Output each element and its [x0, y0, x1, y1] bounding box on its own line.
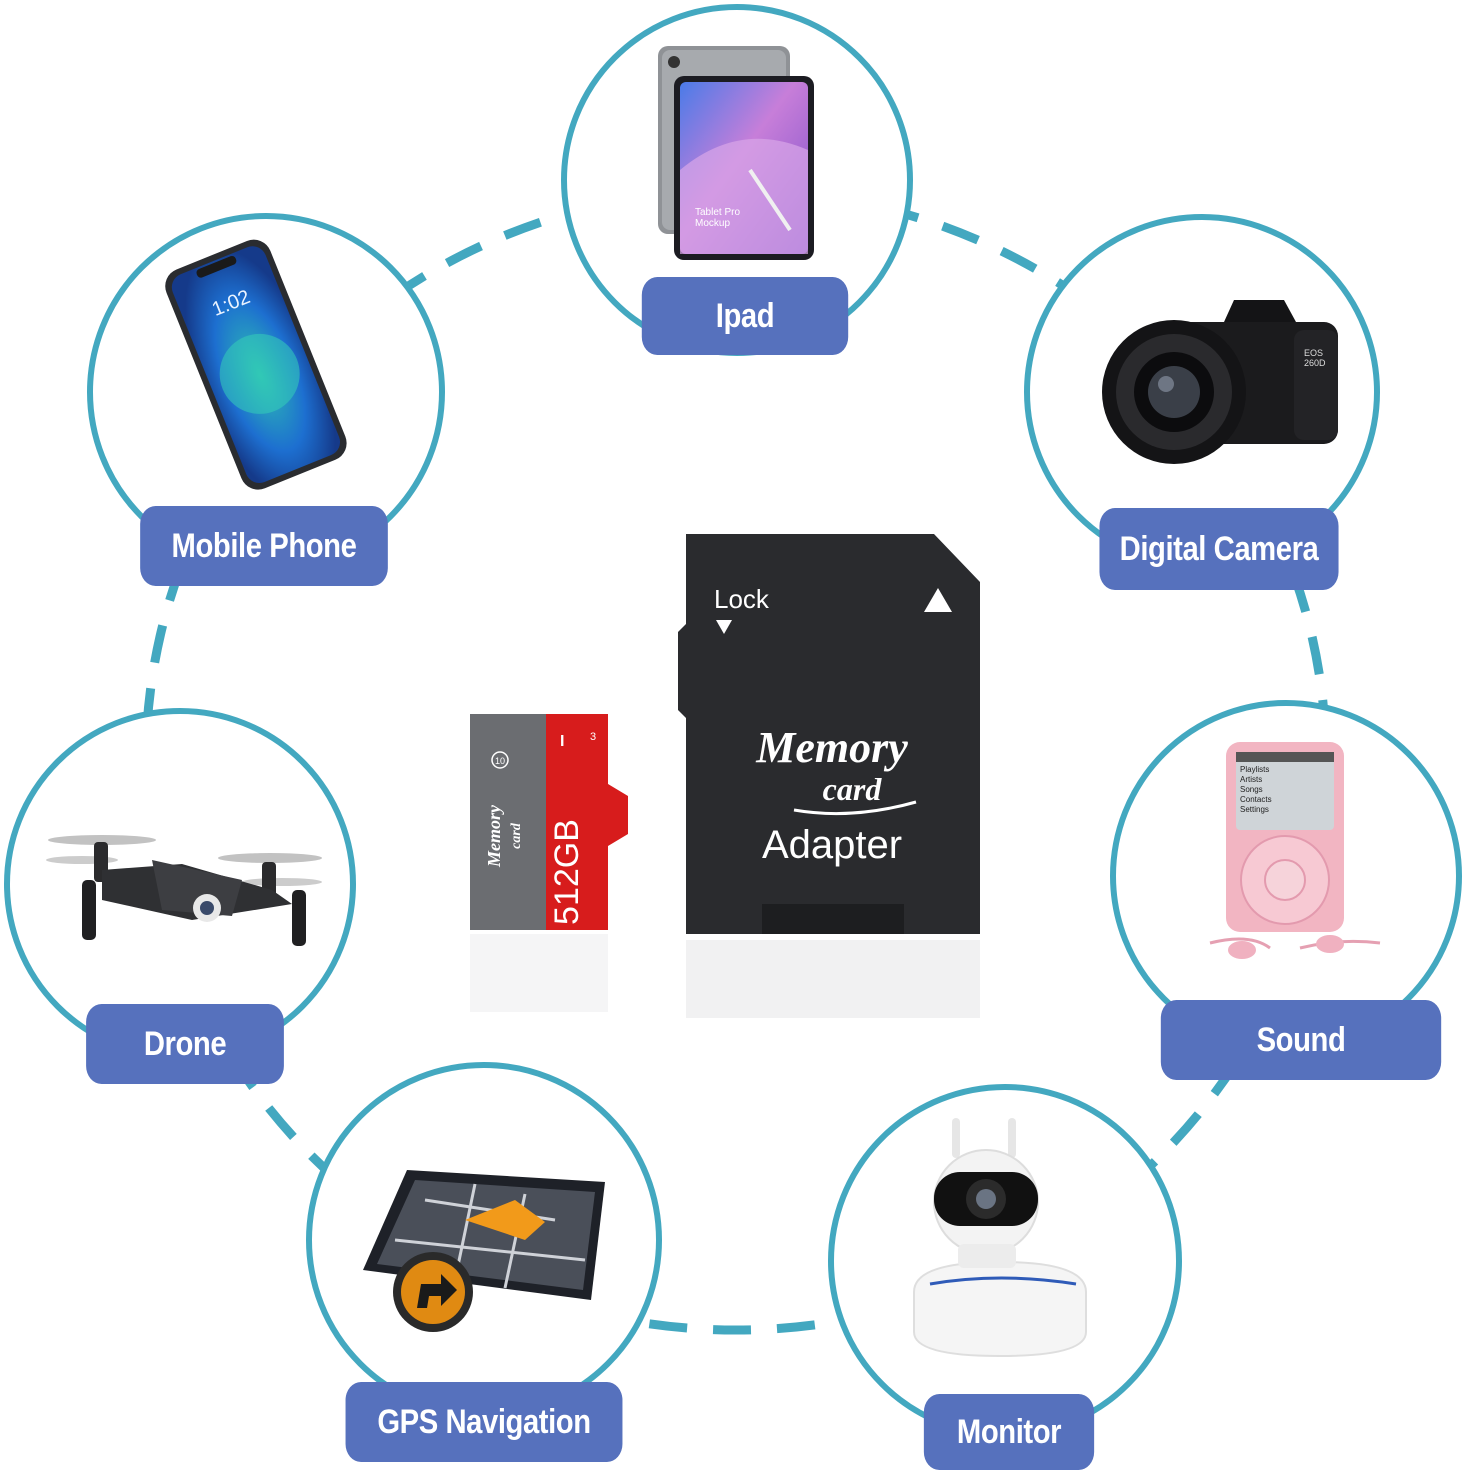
mobile-phone-label: Mobile Phone	[140, 506, 388, 586]
microsd-class-mark: 10	[495, 756, 505, 766]
microsd-card-icon: 512GB Memory card 10 I 3	[470, 714, 628, 1012]
drone-label-text: Drone	[143, 1024, 227, 1063]
sound-menu-0: Playlists	[1240, 765, 1269, 774]
sd-adapter-icon: Lock Memory card Adapter	[678, 534, 980, 1018]
microsd-brand-1: Memory	[484, 804, 504, 868]
camera-icon: EOS 260D	[1102, 300, 1338, 464]
sound-menu-1: Artists	[1240, 775, 1262, 784]
monitor-circle	[828, 1084, 1182, 1438]
camera-model-1: EOS	[1304, 348, 1323, 358]
security-camera-icon	[913, 1118, 1087, 1358]
drone-icon	[46, 835, 322, 946]
gps-navigation-label: GPS Navigation	[345, 1382, 623, 1462]
digital-camera-label-text: Digital Camera	[1119, 529, 1319, 568]
ipad-screen-text-1: Tablet Pro	[695, 207, 740, 218]
ipad-screen-text-2: Mockup	[695, 218, 730, 229]
camera-model-2: 260D	[1304, 358, 1326, 368]
adapter-lock-label: Lock	[714, 584, 770, 614]
mobile-phone-icon: 1:02	[165, 239, 347, 490]
mobile-phone-label-text: Mobile Phone	[171, 526, 357, 565]
sound-label-text: Sound	[1256, 1020, 1346, 1059]
music-player-icon: Playlists Artists Songs Contacts Setting…	[1209, 742, 1381, 959]
gps-navigation-label-text: GPS Navigation	[377, 1402, 591, 1441]
adapter-title-2: card	[823, 771, 883, 807]
sound-menu-2: Songs	[1240, 785, 1263, 794]
microsd-brand-2: card	[509, 822, 524, 849]
ipad-label-text: Ipad	[715, 296, 775, 335]
sound-menu-3: Contacts	[1240, 795, 1272, 804]
microsd-capacity: 512GB	[548, 819, 586, 925]
monitor-label-text: Monitor	[956, 1412, 1062, 1451]
drone-label: Drone	[86, 1004, 284, 1084]
adapter-title-3: Adapter	[762, 823, 902, 867]
digital-camera-label: Digital Camera	[1099, 508, 1339, 590]
ipad-icon: Tablet Pro Mockup	[658, 46, 814, 260]
microsd-uhs-speed: 3	[590, 731, 596, 743]
sound-menu-4: Settings	[1240, 805, 1269, 814]
adapter-title-1: Memory	[755, 723, 908, 772]
ipad-label: Ipad	[641, 277, 849, 355]
sound-label: Sound	[1160, 1000, 1442, 1080]
gps-device-icon	[363, 1170, 605, 1332]
microsd-uhs-mark: I	[560, 733, 564, 750]
monitor-label: Monitor	[923, 1394, 1095, 1470]
